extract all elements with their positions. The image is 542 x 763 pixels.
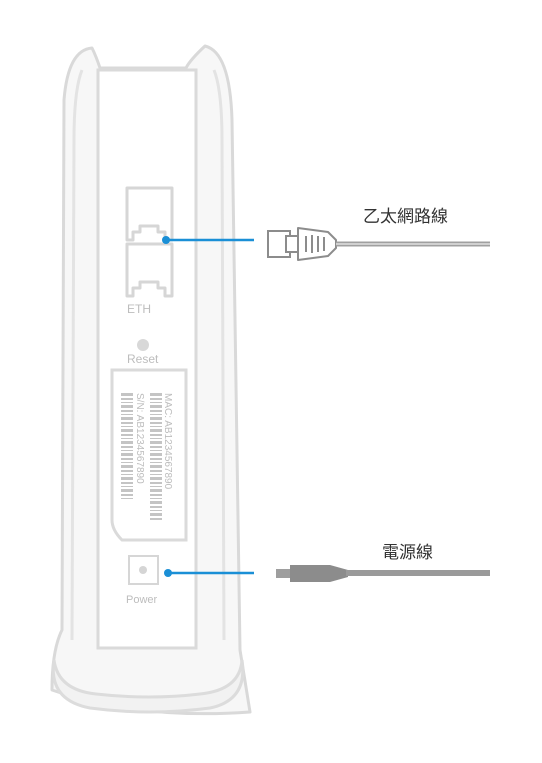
router-device: ETH Reset S/N: AB1234567890 MAC: AB12345… — [50, 44, 252, 716]
sn-text: S/N: AB1234567890 — [134, 393, 145, 484]
barcode-sn — [121, 393, 133, 499]
product-label: S/N: AB1234567890 MAC: AB1234567890 — [110, 368, 188, 542]
dc-plug-icon — [276, 565, 348, 582]
ethernet-connection: 乙太網路線 — [162, 207, 490, 261]
power-label: Power — [126, 594, 158, 606]
router-left-edge — [70, 69, 84, 641]
barcode-mac — [150, 393, 162, 520]
router-back-panel — [96, 68, 198, 650]
power-connection: 電源線 — [164, 543, 490, 582]
ethernet-cable-label: 乙太網路線 — [363, 207, 448, 227]
eth-port-2 — [125, 242, 174, 298]
ethernet-plug-icon — [267, 227, 337, 261]
router-right-edge — [212, 69, 226, 641]
power-cable-label: 電源線 — [382, 543, 433, 563]
reset-button — [137, 339, 149, 351]
power-jack-hole — [139, 566, 147, 574]
eth-label: ETH — [127, 302, 151, 316]
mac-text: MAC: AB1234567890 — [162, 393, 173, 490]
label-sticker — [110, 368, 188, 542]
reset-label: Reset — [127, 352, 159, 366]
router-base — [51, 659, 245, 714]
